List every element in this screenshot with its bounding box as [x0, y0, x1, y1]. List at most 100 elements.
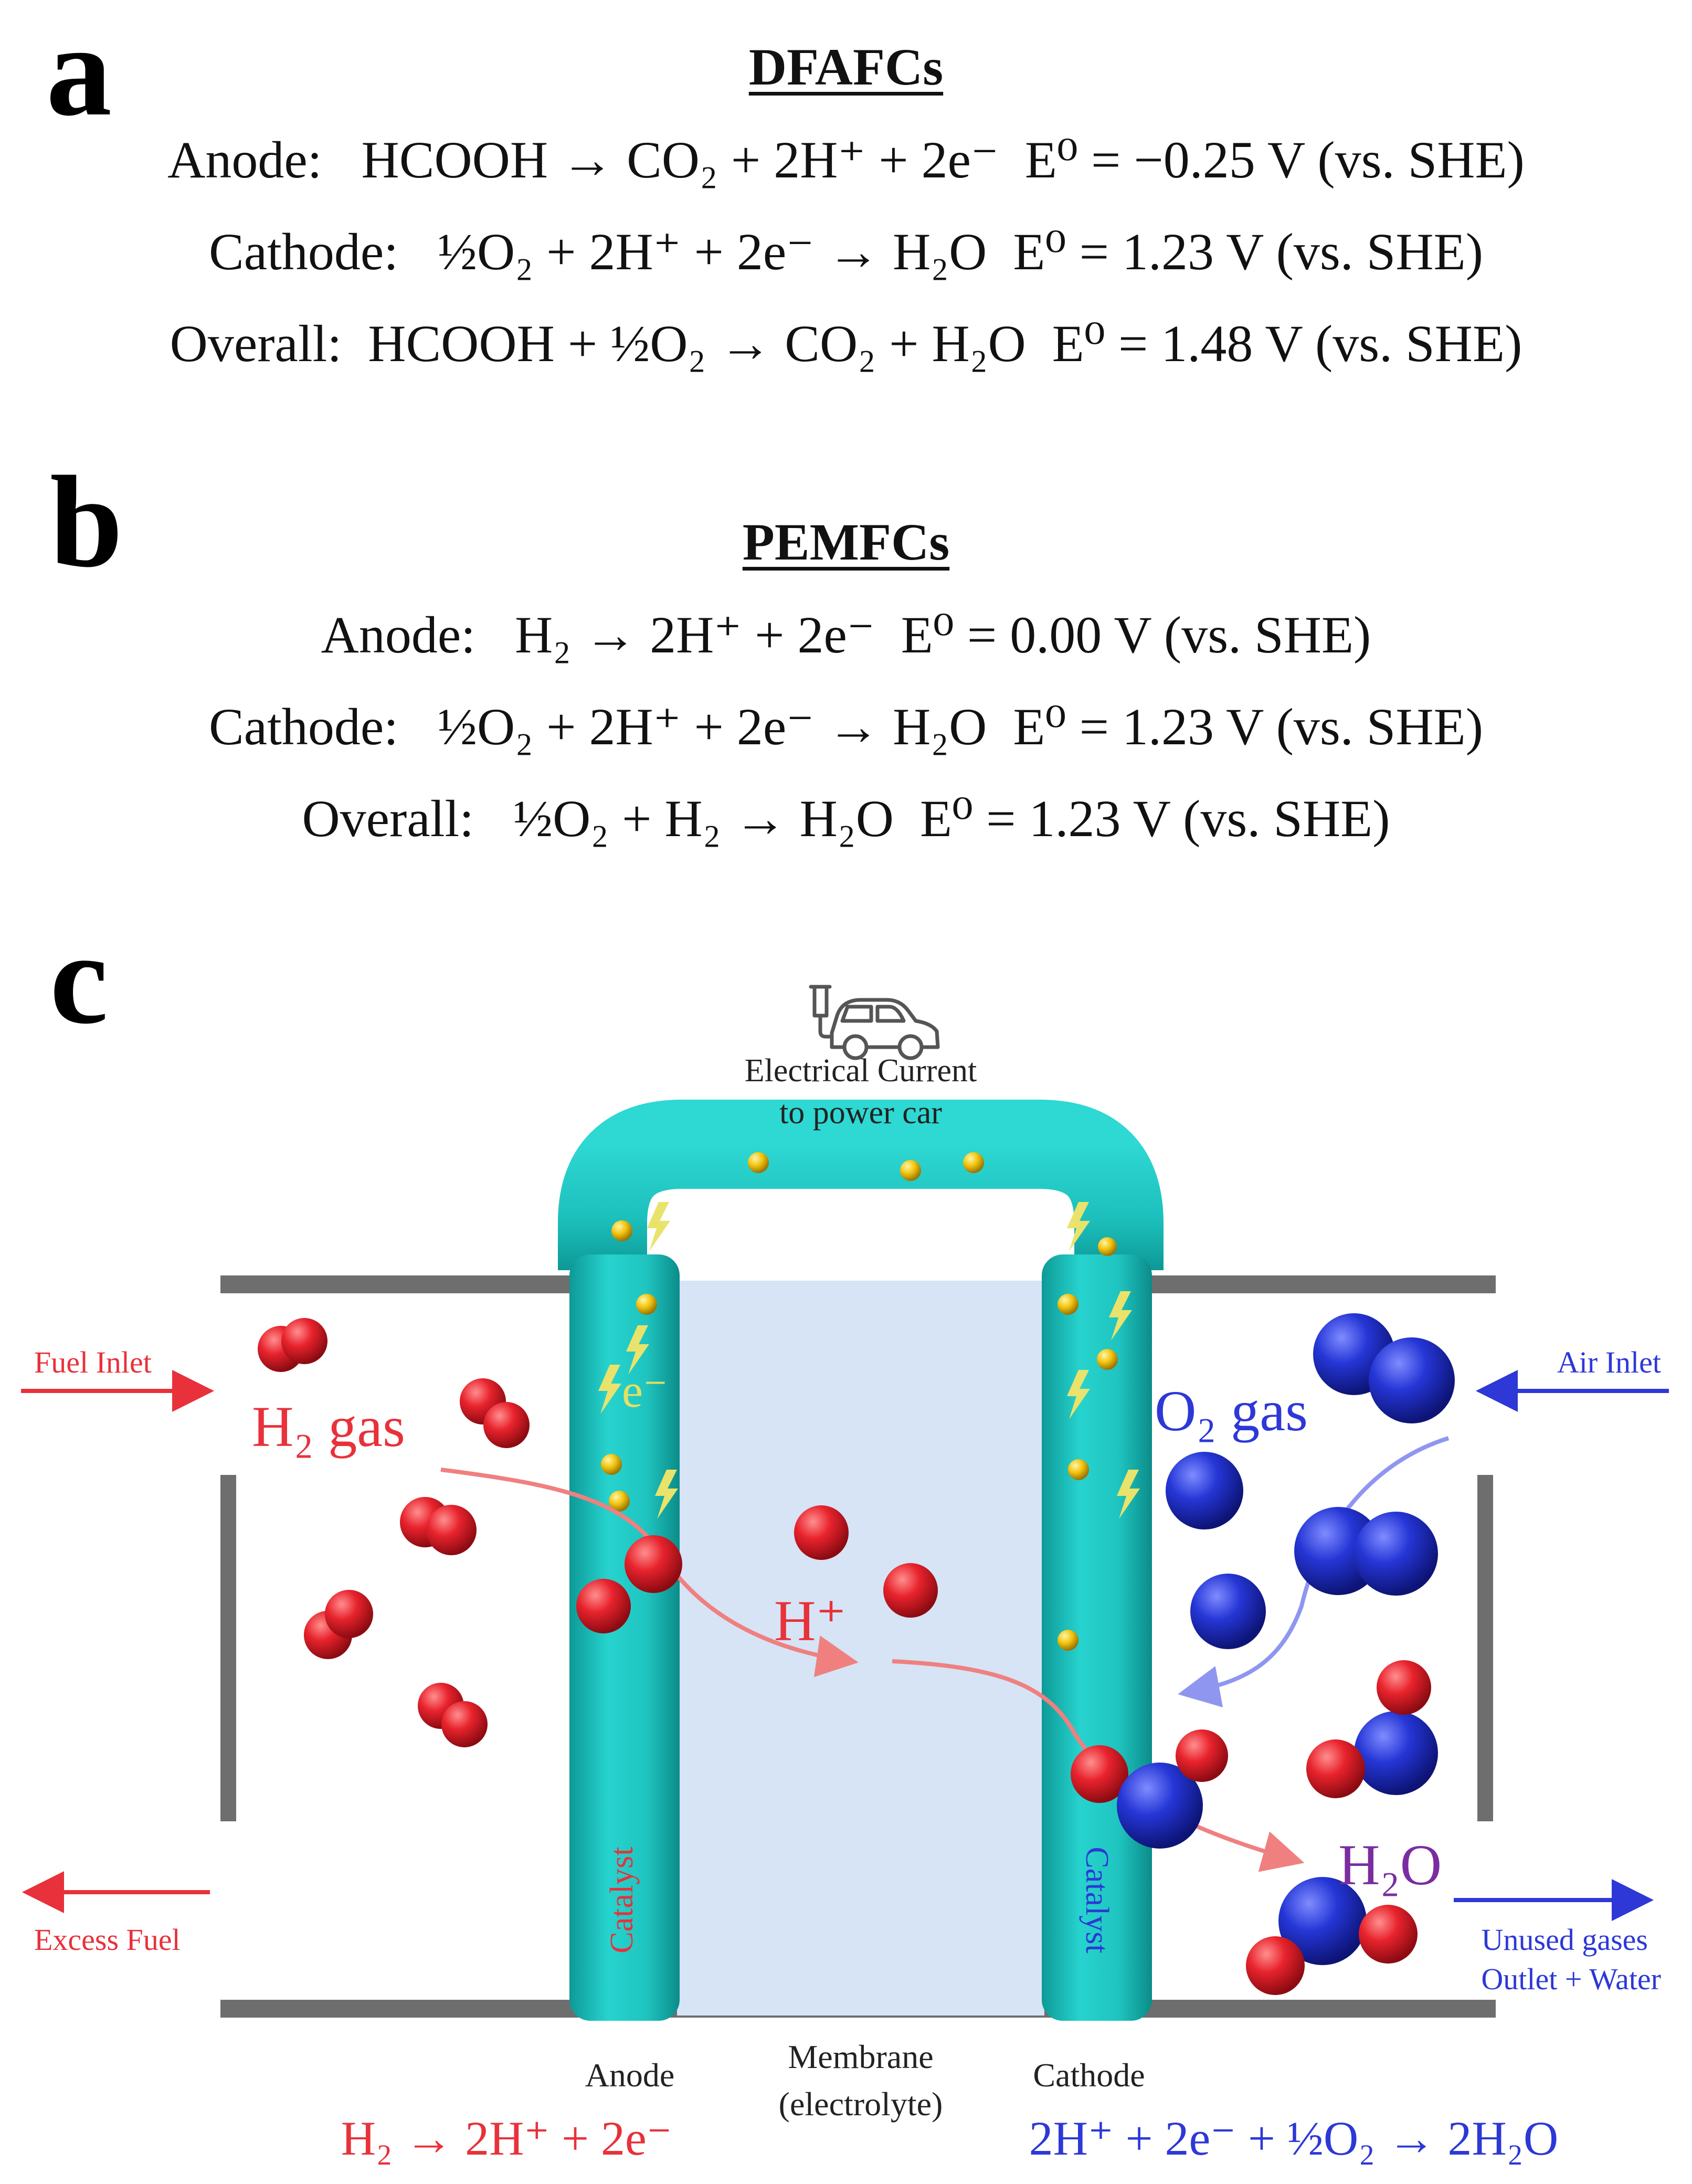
panel-letter-b: b — [50, 449, 123, 595]
dfafc-cathode-potential: E⁰ = 1.23 V (vs. SHE) — [1013, 223, 1483, 281]
electron-particle — [900, 1160, 921, 1181]
unused-gases-label-1: Unused gases — [1482, 1923, 1648, 1957]
hydrogen-atom — [1071, 1745, 1128, 1803]
membrane-label-2: (electrolyte) — [779, 2085, 943, 2123]
current-label-line-2: to power car — [779, 1095, 942, 1131]
anode-column — [569, 1254, 680, 2021]
h2-molecules — [258, 1318, 530, 1747]
dfafc-anode-reaction: HCOOH → CO₂ + 2H⁺ + 2e⁻ — [361, 131, 999, 189]
lightning-icon — [647, 1202, 670, 1251]
h2-molecule — [400, 1497, 477, 1555]
electron-particle — [1058, 1294, 1078, 1315]
frame-left-wall — [220, 1475, 236, 1821]
oxygen-atom — [1117, 1763, 1203, 1849]
water-label: H₂O — [1338, 1833, 1442, 1897]
pemfc-overall-label: Overall: — [302, 789, 474, 848]
dfafc-cathode-reaction: ½O₂ + 2H⁺ + 2e⁻ → H₂O — [438, 223, 987, 281]
cathode-label: Cathode — [1033, 2056, 1145, 2094]
lightning-icon — [1117, 1470, 1140, 1519]
frame-top-right — [1149, 1275, 1496, 1293]
panel-letter-a: a — [46, 0, 112, 143]
lightning-bolts — [598, 1202, 1140, 1519]
dfafc-overall-reaction: HCOOH + ½O₂ → CO₂ + H₂O — [368, 314, 1026, 373]
o2-molecule — [1313, 1313, 1455, 1423]
hydrogen-atom — [1176, 1729, 1228, 1782]
lightning-icon — [655, 1470, 678, 1519]
o2-flow-arrow — [1178, 1436, 1450, 1707]
electron-particle — [611, 1220, 632, 1241]
electron-label: e⁻ — [622, 1365, 668, 1417]
lightning-icon — [598, 1365, 621, 1414]
water-molecule — [1306, 1660, 1438, 1798]
membrane-label-1: Membrane — [788, 2038, 933, 2075]
panel-letter-c: c — [50, 906, 108, 1051]
electron-particle — [1097, 1349, 1118, 1370]
pemfc-anode-label: Anode: — [321, 606, 476, 664]
dfafc-title: DFAFCs — [748, 38, 944, 96]
electron-particle — [601, 1454, 622, 1475]
water-molecules — [1176, 1660, 1438, 1995]
hydrogen-atom — [576, 1579, 631, 1633]
o2-molecule — [1190, 1574, 1266, 1649]
pemfc-cathode-reaction: ½O₂ + 2H⁺ + 2e⁻ → H₂O — [438, 698, 987, 756]
h2-molecule — [304, 1590, 373, 1659]
electron-particle — [748, 1152, 769, 1173]
pemfc-anode-equation: Anode: H₂ → 2H⁺ + 2e⁻ E⁰ = 0.00 V (vs. S… — [0, 604, 1692, 665]
cathode-reaction: 2H⁺ + 2e⁻ + ½O₂ → 2H₂O — [1029, 2112, 1559, 2165]
proton — [883, 1563, 938, 1618]
o2-molecule — [1166, 1452, 1243, 1529]
electron-particle — [636, 1294, 657, 1315]
pemfc-title: PEMFCs — [742, 513, 950, 571]
fuel-inlet-label: Fuel Inlet — [34, 1345, 152, 1379]
pemfc-cathode-equation: Cathode: ½O₂ + 2H⁺ + 2e⁻ → H₂O E⁰ = 1.23… — [0, 695, 1692, 757]
lightning-icon — [1109, 1291, 1132, 1341]
dfafc-overall-equation: Overall: HCOOH + ½O₂ → CO₂ + H₂O E⁰ = 1.… — [0, 312, 1692, 374]
lightning-icon — [626, 1325, 649, 1375]
proton-label: H⁺ — [774, 1589, 847, 1653]
electrons — [601, 1152, 1118, 1651]
dfafc-anode-equation: Anode: HCOOH → CO₂ + 2H⁺ + 2e⁻ E⁰ = −0.2… — [0, 129, 1692, 190]
proton — [794, 1505, 849, 1560]
air-inlet-label: Air Inlet — [1557, 1345, 1661, 1379]
o2-gas-label: O₂ gas — [1155, 1379, 1308, 1443]
pemfc-overall-potential: E⁰ = 1.23 V (vs. SHE) — [919, 789, 1390, 848]
o2-molecule — [1294, 1507, 1438, 1596]
dfafc-overall-potential: E⁰ = 1.48 V (vs. SHE) — [1052, 314, 1522, 373]
current-label-line-1: Electrical Current — [745, 1053, 977, 1089]
electron-particle — [609, 1491, 630, 1512]
pemfc-overall-reaction: ½O₂ + H₂ → H₂O — [513, 789, 894, 848]
excess-fuel-label: Excess Fuel — [34, 1923, 181, 1957]
frame-right-wall — [1477, 1475, 1493, 1821]
h2-molecule — [418, 1683, 488, 1747]
hydrogen-atom — [625, 1535, 682, 1593]
pemfc-overall-equation: Overall: ½O₂ + H₂ → H₂O E⁰ = 1.23 V (vs.… — [0, 787, 1692, 849]
dfafc-overall-label: Overall: — [170, 314, 342, 373]
frame-top-left — [220, 1275, 577, 1293]
water-molecule — [1246, 1877, 1418, 1995]
electron-particle — [963, 1152, 984, 1173]
unused-gases-label-2: Outlet + Water — [1481, 1962, 1661, 1996]
lightning-icon — [1067, 1202, 1090, 1251]
dfafc-cathode-equation: Cathode: ½O₂ + 2H⁺ + 2e⁻ → H₂O E⁰ = 1.23… — [0, 220, 1692, 282]
electron-particle — [1098, 1237, 1117, 1256]
electric-car-icon — [809, 985, 940, 1060]
h2-gas-label: H₂ gas — [252, 1395, 405, 1459]
o2-molecules — [1117, 1313, 1455, 1849]
pemfc-cathode-label: Cathode: — [209, 698, 399, 756]
dfafc-anode-potential: E⁰ = −0.25 V (vs. SHE) — [1024, 131, 1525, 189]
hydrogen-atoms — [576, 1505, 1128, 1803]
external-circuit — [558, 1100, 1164, 1270]
pemfc-cathode-potential: E⁰ = 1.23 V (vs. SHE) — [1013, 698, 1483, 756]
lightning-icon — [1067, 1370, 1090, 1419]
anode-catalyst-label: Catalyst — [604, 1847, 640, 1953]
cathode-catalyst-label: Catalyst — [1079, 1847, 1115, 1953]
pemfc-anode-potential: E⁰ = 0.00 V (vs. SHE) — [901, 606, 1371, 664]
dfafc-anode-label: Anode: — [167, 131, 322, 189]
anode-label: Anode — [585, 2056, 675, 2094]
electron-particle — [1068, 1459, 1089, 1480]
pemfc-anode-reaction: H₂ → 2H⁺ + 2e⁻ — [515, 606, 875, 664]
anode-reaction: H₂ → 2H⁺ + 2e⁻ — [341, 2112, 672, 2165]
h2-molecule — [258, 1318, 327, 1372]
membrane — [677, 1281, 1044, 2016]
